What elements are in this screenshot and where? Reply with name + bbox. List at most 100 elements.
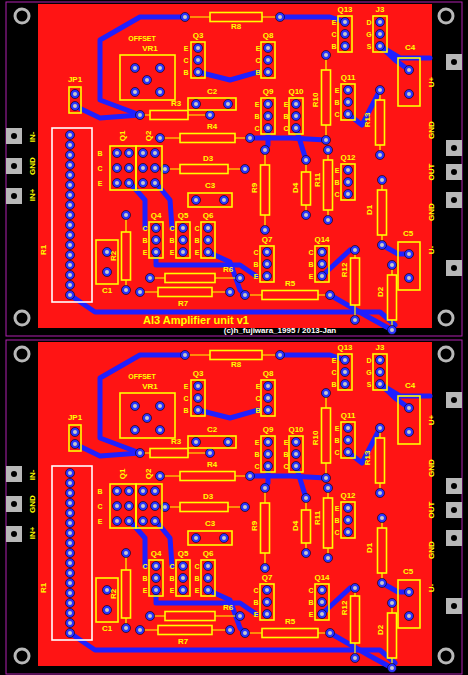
- pad-hole: [294, 440, 298, 444]
- pad-ring: [192, 438, 201, 447]
- pcb-board: [6, 2, 462, 336]
- pad-hole: [183, 353, 187, 357]
- pad-hole: [265, 588, 269, 592]
- pad-hole: [68, 263, 72, 267]
- pad-hole: [153, 181, 157, 185]
- pad-ring: [351, 584, 360, 593]
- pad-hole: [133, 404, 137, 408]
- control-label: OFFSET: [128, 35, 156, 42]
- pad-ring: [261, 484, 270, 493]
- pad-hole: [153, 489, 157, 493]
- part-label: R11: [314, 511, 322, 525]
- pad-hole: [407, 68, 411, 72]
- transistor-outline: [201, 222, 215, 258]
- pad-ring: [302, 494, 311, 503]
- pad-hole: [68, 233, 72, 237]
- pad-ring: [122, 286, 131, 295]
- connector-hole: [451, 603, 457, 609]
- resistor-body: [180, 472, 235, 481]
- pad-ring: [344, 166, 353, 175]
- pin-label: C: [283, 463, 288, 470]
- pad-hole: [68, 601, 72, 605]
- pin-label: E: [332, 357, 337, 364]
- pad-ring: [405, 588, 414, 597]
- pin-label: C: [255, 57, 260, 64]
- copper-trace: [296, 466, 306, 498]
- pad-hole: [320, 588, 324, 592]
- resistor-body: [122, 232, 131, 280]
- pad-ring: [344, 424, 353, 433]
- copper-trace: [198, 410, 258, 418]
- copper-fill: [38, 342, 432, 666]
- pin-label: C: [194, 563, 199, 570]
- pad-ring: [136, 449, 145, 458]
- part-label: C5: [403, 568, 413, 576]
- pad-hole: [181, 576, 185, 580]
- pad-ring: [318, 248, 327, 257]
- pad-hole: [68, 591, 72, 595]
- connector-pad: [446, 598, 462, 614]
- resistor-body: [165, 612, 215, 621]
- connector-hole: [451, 265, 457, 271]
- pin-label: E: [98, 180, 103, 187]
- pad-hole: [105, 608, 109, 612]
- pad-hole: [294, 114, 298, 118]
- pad-ring: [376, 356, 385, 365]
- pad-hole: [343, 370, 347, 374]
- pad-hole: [407, 276, 411, 280]
- signal-label: GND: [29, 495, 37, 513]
- pad-hole: [196, 46, 200, 50]
- pad-hole: [390, 263, 394, 267]
- pad-hole: [346, 506, 350, 510]
- part-label: VR1: [142, 383, 158, 391]
- pad-ring: [66, 499, 75, 508]
- capacitor-body: [188, 436, 236, 448]
- pad-hole: [68, 243, 72, 247]
- pad-hole: [380, 243, 384, 247]
- pad-ring: [264, 68, 273, 77]
- pad-hole: [115, 181, 119, 185]
- pad-ring: [194, 68, 203, 77]
- pad-hole: [68, 621, 72, 625]
- pad-ring: [344, 528, 353, 537]
- pad-ring: [192, 534, 201, 543]
- pad-ring: [151, 179, 160, 188]
- pad-hole: [133, 428, 137, 432]
- pad-ring: [241, 165, 250, 174]
- pad-ring: [341, 30, 350, 39]
- pad-ring: [131, 88, 140, 97]
- pad-hole: [226, 102, 230, 106]
- pad-hole: [294, 464, 298, 468]
- resistor-body: [322, 70, 331, 125]
- pad-ring: [241, 503, 250, 512]
- pad-hole: [181, 238, 185, 242]
- part-label: C1: [102, 625, 112, 633]
- pad-ring: [344, 504, 353, 513]
- signal-label: GND: [428, 203, 436, 221]
- part-label: Q14: [314, 574, 329, 582]
- part-label: Q4: [151, 212, 162, 220]
- pad-ring: [66, 251, 75, 260]
- pad-hole: [127, 166, 131, 170]
- part-label: Q6: [203, 212, 214, 220]
- pad-hole: [407, 430, 411, 434]
- resistor-body: [180, 134, 235, 143]
- pad-hole: [324, 391, 328, 395]
- pad-ring: [194, 44, 203, 53]
- pad-hole: [304, 496, 308, 500]
- pad-hole: [68, 133, 72, 137]
- pad-hole: [324, 53, 328, 57]
- pad-hole: [68, 283, 72, 287]
- pad-ring: [125, 179, 134, 188]
- capacitor-body: [398, 396, 420, 444]
- pin-label: E: [256, 383, 261, 390]
- pad-ring: [236, 612, 245, 621]
- part-label: D1: [366, 205, 374, 215]
- pad-hole: [263, 228, 267, 232]
- pad-ring: [264, 462, 273, 471]
- part-label: R5: [285, 618, 295, 626]
- pad-hole: [206, 588, 210, 592]
- pin-label: B: [169, 575, 174, 582]
- pin-label: B: [255, 407, 260, 414]
- jumper-outline: [69, 87, 81, 113]
